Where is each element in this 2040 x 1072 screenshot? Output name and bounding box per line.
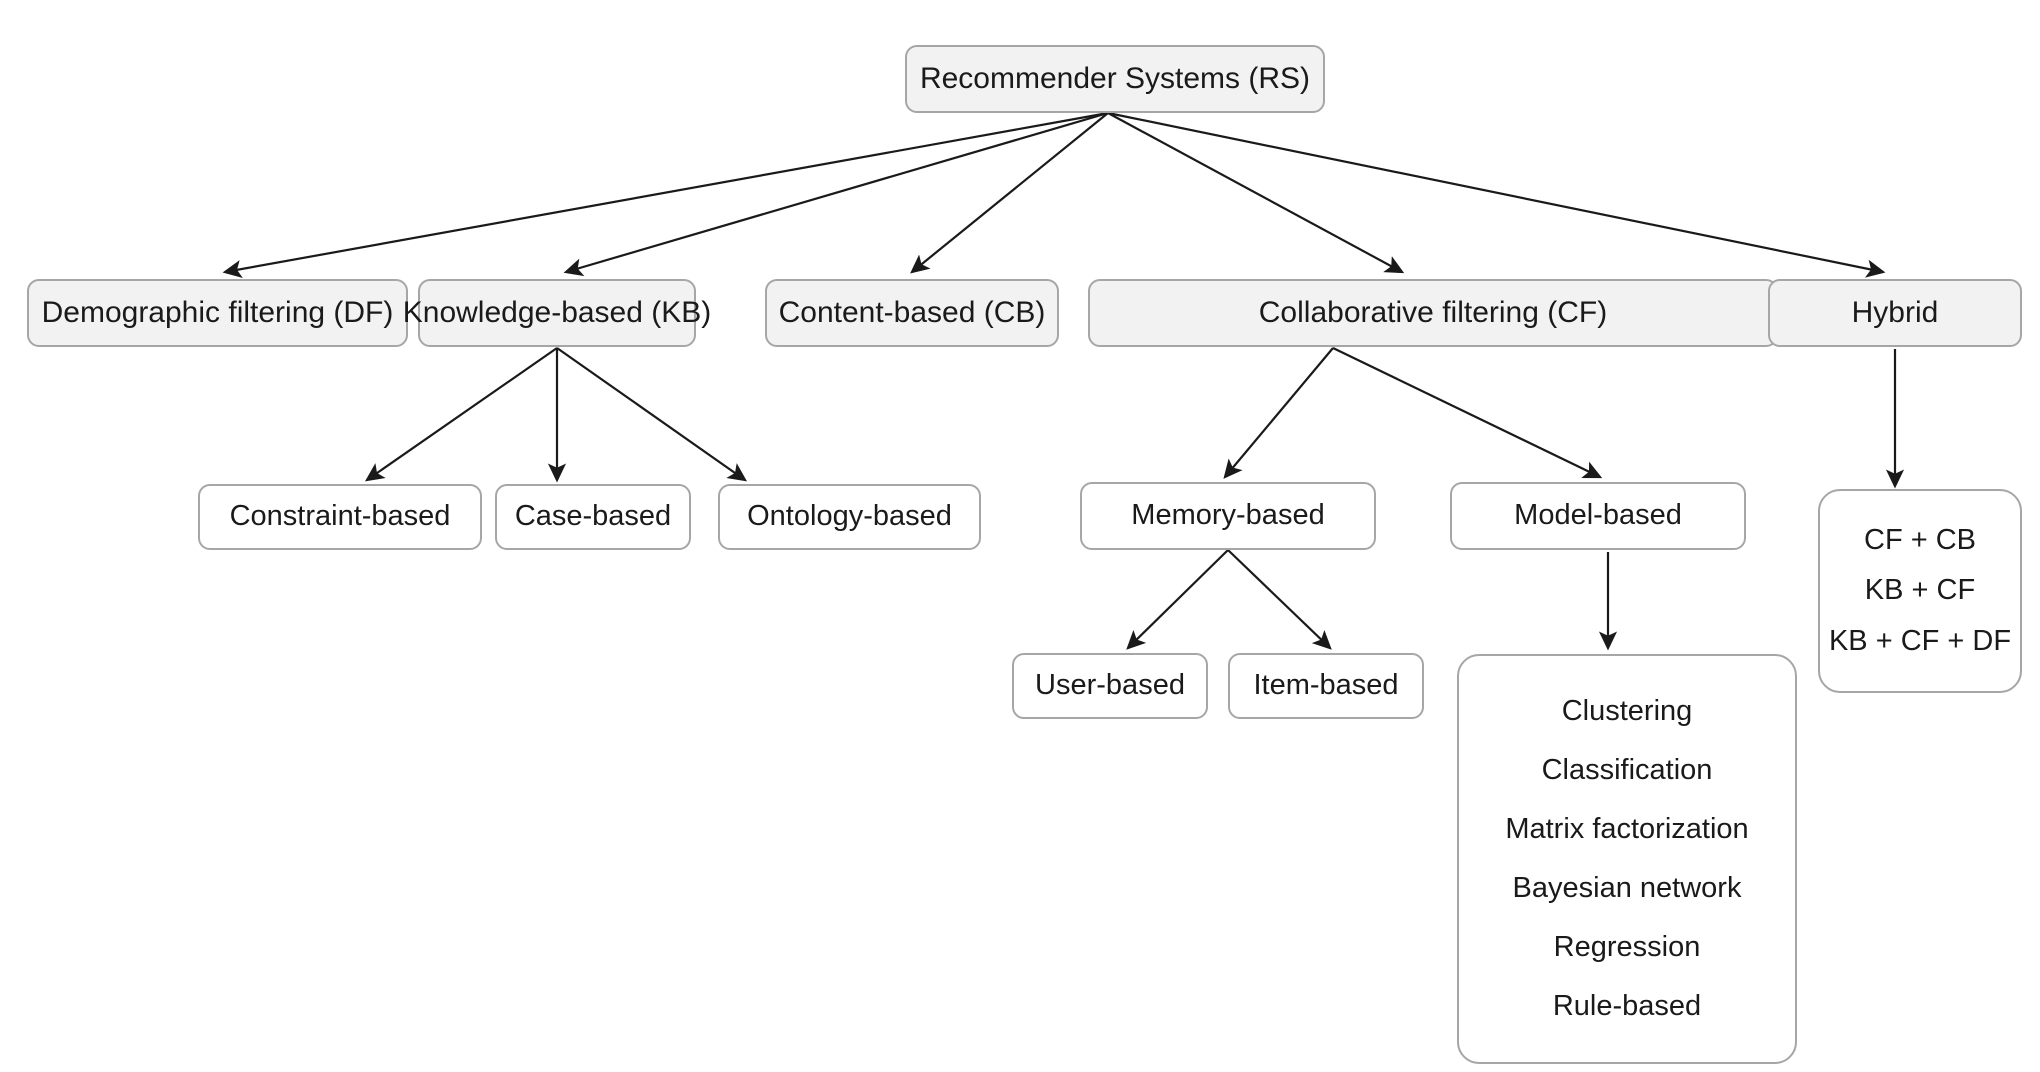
edge-root-to-cb — [910, 112, 1109, 274]
edge-root-to-hybrid — [1107, 111, 1886, 278]
hybrid-combination-item: CF + CB — [1864, 523, 1976, 556]
node-memory-based-label: Memory-based — [1131, 499, 1325, 532]
node-case-based-label: Case-based — [514, 500, 672, 533]
edge-kb-to-ontology — [556, 347, 748, 482]
node-content-based[interactable]: Content-based (CB) — [765, 279, 1059, 347]
model-method-item: Matrix factorization — [1505, 813, 1749, 845]
edge-root-to-cf — [1107, 112, 1405, 274]
edge-cf-to-memory — [1223, 347, 1334, 479]
node-demographic-filtering-label: Demographic filtering (DF) — [41, 295, 394, 329]
edge-root-to-df — [222, 111, 1109, 279]
model-method-item: Regression — [1553, 931, 1701, 963]
node-model-based[interactable]: Model-based — [1450, 482, 1746, 550]
node-constraint-based[interactable]: Constraint-based — [198, 484, 482, 550]
node-item-based[interactable]: Item-based — [1228, 653, 1424, 719]
node-knowledge-based-label: Knowledge-based (KB) — [402, 295, 712, 329]
node-item-based-label: Item-based — [1253, 669, 1399, 702]
node-model-methods-list[interactable]: Clustering Classification Matrix factori… — [1457, 654, 1797, 1064]
hybrid-combination-item: KB + CF + DF — [1828, 625, 2012, 658]
node-constraint-based-label: Constraint-based — [229, 500, 451, 533]
node-case-based[interactable]: Case-based — [495, 484, 691, 550]
edge-root-to-kb — [563, 111, 1109, 277]
edge-kb-to-constraint — [364, 347, 558, 482]
node-collaborative-filtering[interactable]: Collaborative filtering (CF) — [1088, 279, 1778, 347]
edge-memory-to-item — [1227, 549, 1332, 650]
node-root-label: Recommender Systems (RS) — [919, 61, 1311, 95]
node-demographic-filtering[interactable]: Demographic filtering (DF) — [27, 279, 408, 347]
node-hybrid-combinations-list[interactable]: CF + CB KB + CF KB + CF + DF — [1818, 489, 2022, 693]
node-user-based-label: User-based — [1035, 669, 1185, 702]
edge-memory-to-user — [1126, 549, 1229, 650]
edge-cf-to-model — [1332, 347, 1603, 479]
model-method-item: Rule-based — [1552, 990, 1702, 1022]
node-hybrid[interactable]: Hybrid — [1768, 279, 2022, 347]
model-method-item: Bayesian network — [1512, 872, 1742, 904]
model-method-item: Classification — [1541, 754, 1713, 786]
node-ontology-based-label: Ontology-based — [747, 500, 952, 533]
node-ontology-based[interactable]: Ontology-based — [718, 484, 981, 550]
node-knowledge-based[interactable]: Knowledge-based (KB) — [403, 279, 711, 347]
hybrid-combination-item: KB + CF — [1864, 574, 1976, 607]
model-method-item: Clustering — [1561, 695, 1693, 727]
node-hybrid-label: Hybrid — [1851, 295, 1939, 329]
node-model-based-label: Model-based — [1514, 499, 1682, 532]
node-memory-based[interactable]: Memory-based — [1080, 482, 1376, 550]
node-content-based-label: Content-based (CB) — [778, 295, 1046, 329]
node-collaborative-filtering-label: Collaborative filtering (CF) — [1258, 295, 1608, 329]
node-root[interactable]: Recommender Systems (RS) — [905, 45, 1325, 113]
node-user-based[interactable]: User-based — [1012, 653, 1208, 719]
